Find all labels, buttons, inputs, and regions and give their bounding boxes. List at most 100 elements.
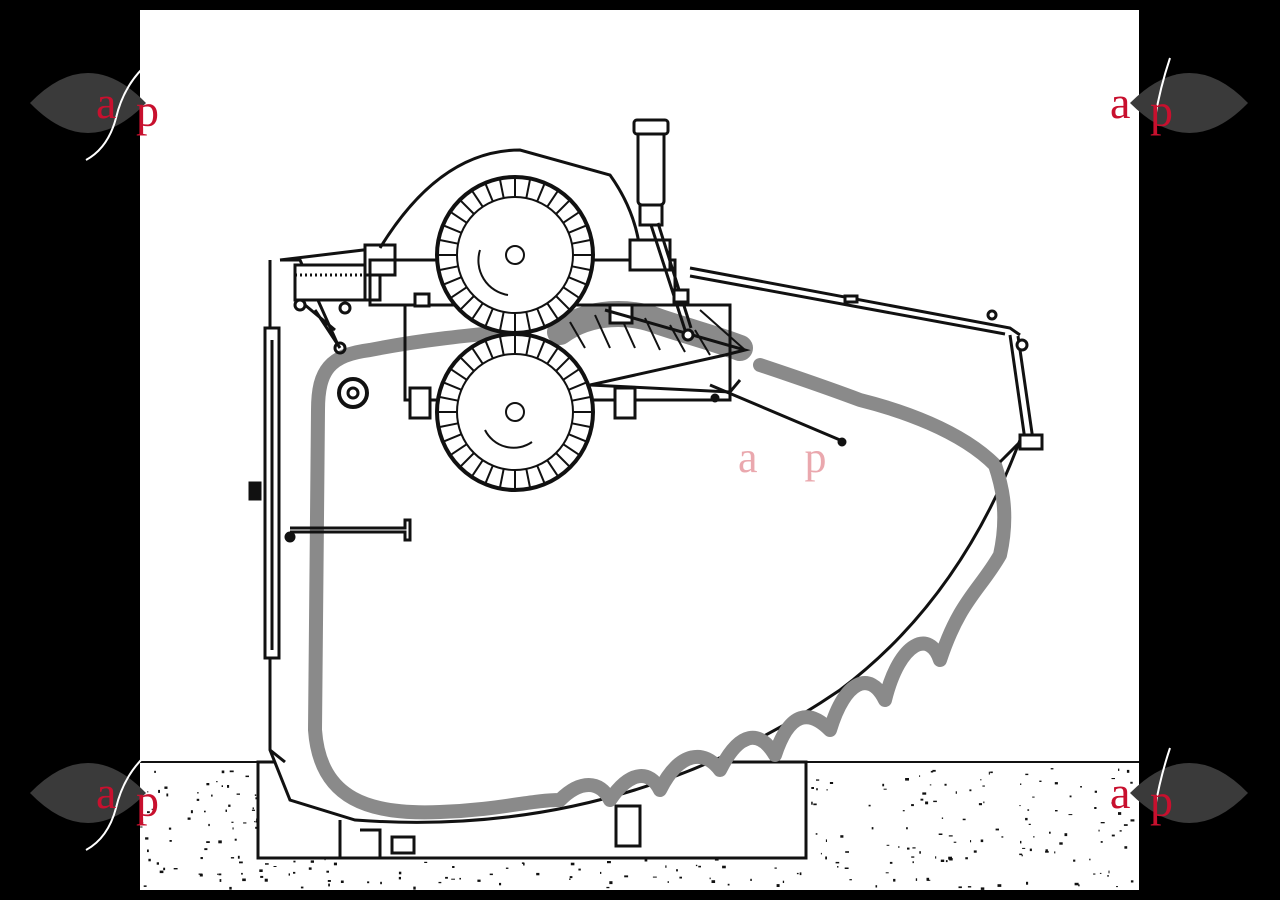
speckle <box>885 872 889 874</box>
logo-emblem: a p <box>30 67 159 161</box>
speckle <box>644 859 648 862</box>
speckle <box>190 810 193 814</box>
speckle <box>816 779 820 781</box>
speckle <box>159 870 164 874</box>
roller-slat <box>546 189 560 208</box>
speckle <box>907 847 910 850</box>
speckle <box>198 873 203 875</box>
roller-slat <box>555 295 571 311</box>
watermark-logo-top-right: a p <box>1110 48 1250 168</box>
speckle <box>1111 834 1115 837</box>
logo-letter-a: a <box>96 767 116 818</box>
speckle <box>143 885 147 887</box>
fabric-loop <box>308 301 1012 820</box>
speckle <box>1073 859 1076 862</box>
speckle <box>990 771 993 774</box>
speckle <box>156 862 159 865</box>
speckle <box>151 808 155 810</box>
speckle <box>300 886 304 889</box>
speckle <box>997 884 1002 887</box>
speckle <box>906 827 908 830</box>
speckle <box>569 878 571 880</box>
speckle <box>206 783 210 786</box>
speckle <box>398 871 402 875</box>
speckle <box>1026 881 1029 885</box>
roller-slat <box>568 224 588 234</box>
speckle <box>1054 782 1058 785</box>
roller-slat <box>459 452 475 468</box>
logo-emblem: a p <box>30 757 159 851</box>
speckle <box>912 861 914 864</box>
speckle <box>227 785 230 788</box>
speckle <box>930 770 934 773</box>
speckle <box>782 880 785 883</box>
speckle <box>929 784 932 786</box>
speckle <box>241 872 243 875</box>
roller-slat <box>568 433 588 443</box>
roller-slat <box>449 286 468 300</box>
speckle <box>882 783 885 787</box>
speckle <box>398 876 401 880</box>
roller-slat <box>442 381 462 391</box>
fulling-machine-diagram <box>140 118 1139 890</box>
speckle <box>499 882 502 886</box>
speckle <box>849 879 852 881</box>
speckle <box>722 865 726 869</box>
speckle <box>451 878 455 880</box>
speckle <box>1045 849 1048 853</box>
speckle <box>164 786 168 789</box>
speckle <box>569 876 573 879</box>
speckle <box>820 852 822 855</box>
speckle <box>505 867 509 869</box>
drawing-panel: a p <box>140 10 1139 890</box>
roller-slat <box>459 199 475 215</box>
speckle <box>837 866 839 868</box>
speckle <box>962 818 966 821</box>
speckle <box>883 788 887 790</box>
speckle <box>229 770 234 773</box>
roller-slat <box>562 210 581 224</box>
speckle <box>983 801 985 804</box>
speckle <box>1019 805 1021 807</box>
speckle <box>978 803 982 806</box>
speckle <box>140 826 143 828</box>
speckle <box>698 865 701 868</box>
watermark-logo-bottom-right: a p <box>1110 738 1250 858</box>
roller-slat <box>438 238 459 245</box>
speckle <box>251 809 255 811</box>
speckle <box>221 785 223 787</box>
logo-letter-a: a <box>96 77 116 128</box>
speckle <box>1111 802 1113 804</box>
speckle <box>815 833 818 835</box>
speckle <box>1001 836 1004 838</box>
roller-slat <box>555 356 571 372</box>
speckle <box>667 881 669 883</box>
roller-slat <box>438 422 459 429</box>
speckle <box>727 883 730 886</box>
roller-slat <box>562 367 581 381</box>
logo-emblem: a p <box>1110 747 1248 826</box>
roller-slat <box>536 465 546 485</box>
speckle <box>1107 875 1109 877</box>
speckle <box>239 861 243 864</box>
speckle <box>933 800 937 803</box>
speckle <box>536 872 540 876</box>
speckle <box>893 878 896 882</box>
speckle <box>1130 880 1134 883</box>
speckle <box>206 841 210 843</box>
guide-rod <box>284 518 412 543</box>
pressure-chute <box>589 308 847 447</box>
speckle <box>260 875 264 878</box>
speckle <box>796 872 799 875</box>
speckle <box>328 883 330 887</box>
speckle <box>695 864 698 867</box>
speckle <box>163 867 166 871</box>
speckle <box>459 877 461 880</box>
speckle <box>217 873 219 875</box>
roller-slat <box>470 459 484 478</box>
speckle <box>259 869 263 872</box>
speckle <box>477 879 481 882</box>
speckle <box>204 848 208 851</box>
speckle <box>915 878 918 881</box>
